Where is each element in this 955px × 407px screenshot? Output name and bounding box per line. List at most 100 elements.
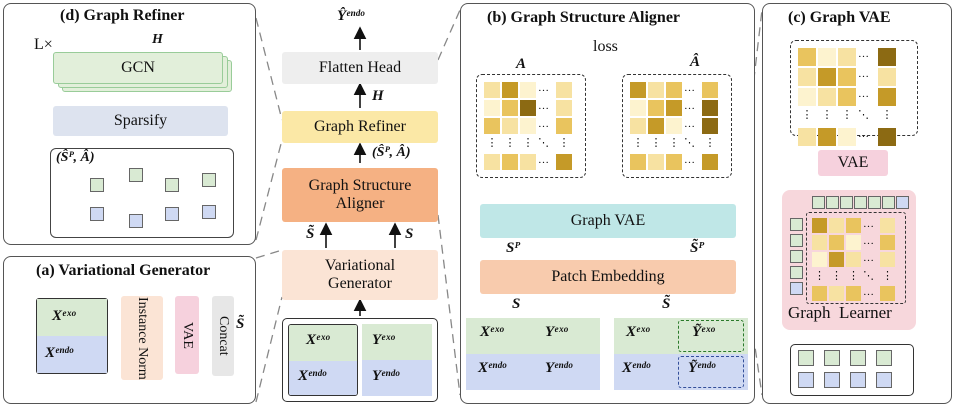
center-input-box [282, 318, 438, 402]
input-series-box [36, 298, 108, 374]
matrix-cell [502, 82, 518, 98]
graph-structure-aligner-box: Graph Structure Aligner [282, 168, 438, 222]
center-y-endo-label: Yᵉⁿᵈᵒ [372, 368, 400, 384]
matrix-cell: … [858, 48, 869, 60]
graph-refiner-box: Graph Refiner [282, 111, 438, 143]
instance-norm-box: Instance Norm [121, 296, 163, 380]
matrix-cell [556, 100, 572, 116]
matrix-cell [702, 82, 718, 98]
graph-node [202, 173, 216, 187]
matrix-cell [838, 48, 856, 66]
matrix-cell [666, 154, 682, 170]
matrix-cell [818, 88, 836, 106]
matrix-cell: … [684, 100, 695, 112]
matrix-cell: … [684, 118, 695, 130]
a-label: A [516, 56, 527, 72]
matrix-cell [520, 82, 536, 98]
matrix-cell [798, 68, 816, 86]
matrix-cell [812, 286, 827, 301]
node-square [812, 196, 825, 209]
matrix-cell: … [538, 118, 549, 130]
matrix-cell: … [863, 252, 874, 264]
graph-refiner-panel-title: (d) Graph Refiner [60, 7, 185, 24]
y-exo-tilde-label: Ỹᵉˣᵒ [692, 324, 715, 340]
matrix-cell [520, 118, 536, 134]
matrix-cell [818, 128, 836, 146]
matrix-cell [520, 154, 536, 170]
graph-node [165, 178, 179, 192]
matrix-cell [818, 48, 836, 66]
node-square [876, 372, 892, 388]
matrix-cell: ⋱ [858, 109, 869, 121]
matrix-cell: … [538, 100, 549, 112]
matrix-cell [666, 82, 682, 98]
matrix-cell: … [684, 154, 695, 166]
b-y-exo-label: Yᵉˣᵒ [545, 324, 568, 340]
matrix-cell: ⋱ [863, 270, 874, 282]
matrix-cell: ⋮ [831, 270, 842, 282]
matrix-cell: … [538, 154, 549, 166]
matrix-cell [878, 88, 896, 106]
matrix-cell [648, 82, 664, 98]
b-x-exo-label: Xᵉˣᵒ [480, 324, 504, 340]
matrix-cell [556, 118, 572, 134]
y-endo-tilde-label: Ỹᵉⁿᵈᵒ [688, 360, 716, 376]
matrix-cell [829, 235, 844, 250]
matrix-cell [838, 88, 856, 106]
matrix-cell [666, 100, 682, 116]
b-s-label: S [512, 296, 521, 312]
graph-node [165, 207, 179, 221]
graph-input-box [50, 148, 234, 238]
adjacency-matrix-a [476, 74, 586, 178]
graph-vae-panel-title: (c) Graph VAE [788, 9, 891, 26]
s-label: S [405, 226, 414, 242]
matrix-cell: ⋮ [650, 137, 662, 149]
matrix-cell: ⋮ [841, 109, 853, 121]
node-square [850, 372, 866, 388]
matrix-cell [880, 252, 895, 267]
sparsify-box: Sparsify [53, 106, 228, 136]
variational-generator-box: Variational Generator [282, 250, 438, 300]
matrix-cell [648, 118, 664, 134]
x-exo-label: Xᵉˣᵒ [52, 308, 76, 324]
matrix-cell [812, 252, 827, 267]
node-square [850, 350, 866, 366]
matrix-cell [630, 82, 646, 98]
s-tilde-label: S̃ [306, 226, 315, 242]
matrix-cell [702, 100, 718, 116]
h-label: H [372, 88, 384, 104]
matrix-cell: ⋮ [704, 137, 716, 149]
s-tilde-output-label: S̃ [236, 316, 245, 332]
sp-tilde-label: S̃ᴾ [690, 240, 704, 256]
graph-node [129, 214, 143, 228]
matrix-cell [702, 154, 718, 170]
matrix-cell [812, 218, 827, 233]
matrix-cell [666, 118, 682, 134]
matrix-cell: ⋮ [801, 109, 813, 121]
variational-generator-panel-title: (a) Variational Generator [36, 262, 211, 279]
matrix-cell [648, 100, 664, 116]
matrix-cell [829, 286, 844, 301]
matrix-cell [502, 154, 518, 170]
node-square [896, 196, 909, 209]
a-hat-label: Â [690, 54, 701, 70]
matrix-cell [630, 154, 646, 170]
concat-box: Concat [212, 296, 234, 376]
x-endo-label: Xᵉⁿᵈᵒ [45, 345, 74, 361]
matrix-cell [702, 118, 718, 134]
matrix-cell [880, 235, 895, 250]
matrix-cell [484, 154, 500, 170]
node-square [854, 196, 867, 209]
matrix-cell [648, 154, 664, 170]
matrix-cell [838, 68, 856, 86]
graph-vae-inner-vae-box: VAE [818, 150, 888, 176]
graph-node [90, 207, 104, 221]
matrix-cell [838, 128, 856, 146]
node-square [790, 282, 803, 295]
sp-label: Sᴾ [506, 240, 520, 256]
matrix-cell [520, 100, 536, 116]
loss-label: loss [593, 38, 618, 55]
center-y-exo-label: Yᵉˣᵒ [372, 332, 395, 348]
matrix-cell [556, 154, 572, 170]
matrix-cell: … [858, 128, 869, 140]
